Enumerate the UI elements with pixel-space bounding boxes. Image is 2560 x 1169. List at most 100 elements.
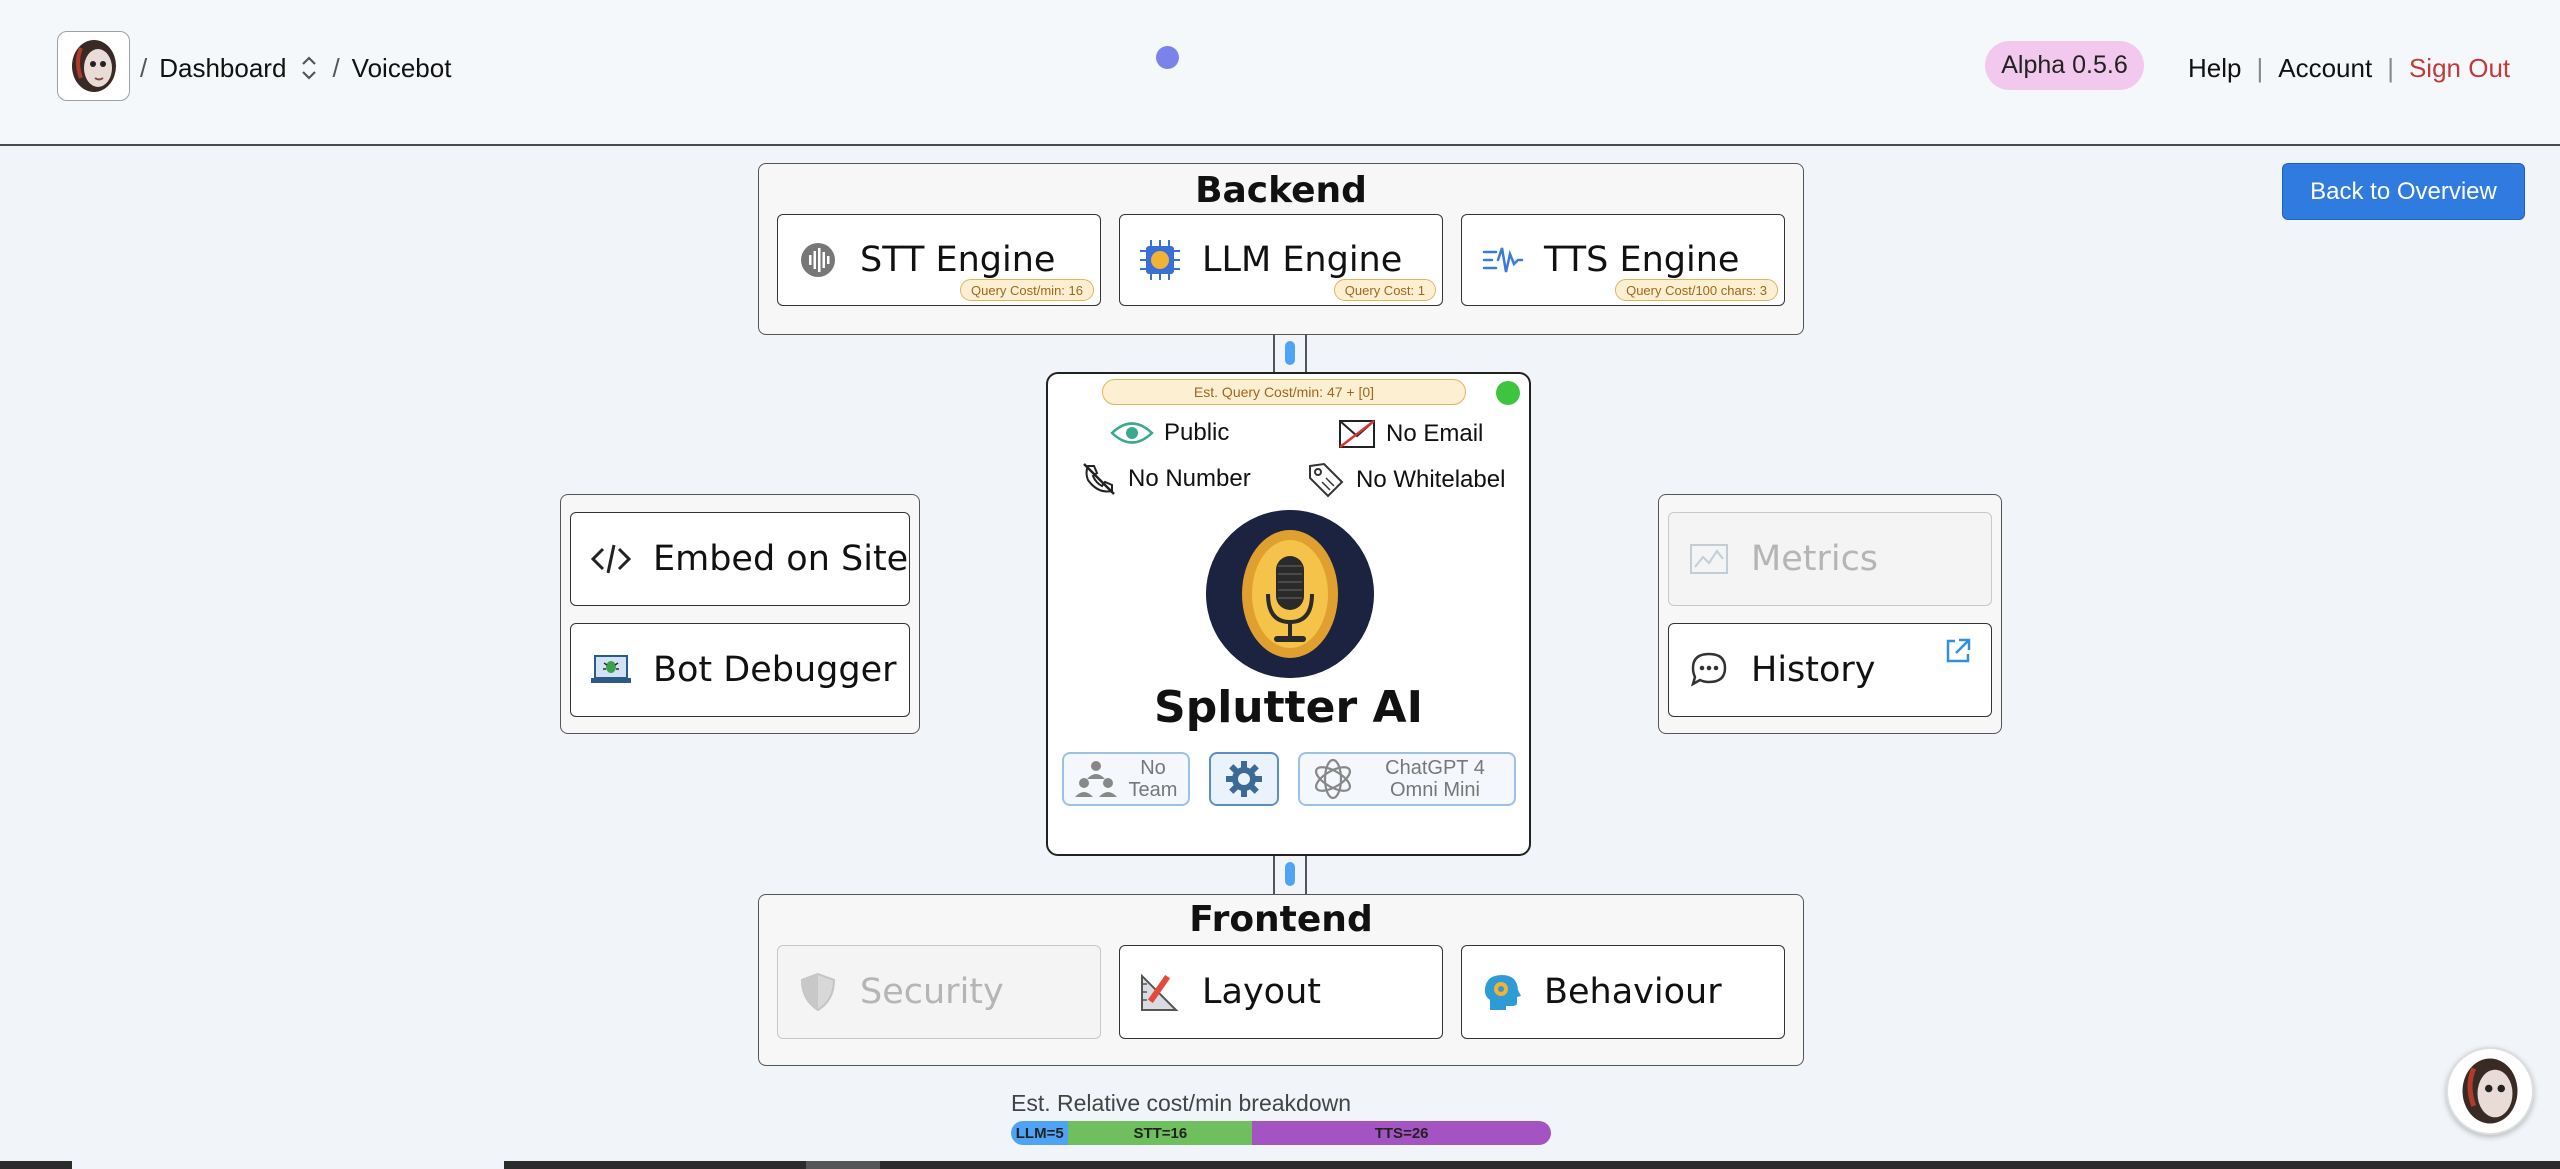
history-label: History — [1751, 650, 1876, 690]
chat-bubble-icon — [1690, 652, 1727, 687]
breadcrumb-voicebot: Voicebot — [351, 52, 452, 83]
bot-summary-card: Est. Query Cost/min: 47 + [0] Public No … — [1046, 372, 1531, 856]
home-logo-button[interactable] — [57, 31, 130, 101]
account-link[interactable]: Account — [2278, 52, 2373, 83]
stt-engine-label: STT Engine — [860, 240, 1056, 280]
breadcrumb-dashboard[interactable]: Dashboard — [159, 52, 287, 83]
head-gear-icon — [1484, 975, 1521, 1010]
ruler-pencil-icon — [1141, 973, 1179, 1011]
microphone-icon — [1206, 510, 1374, 678]
tts-cost-badge: Query Cost/100 chars: 3 — [1615, 279, 1778, 301]
tts-engine-label: TTS Engine — [1544, 240, 1740, 280]
backend-title: Backend — [1195, 170, 1367, 211]
model-chip[interactable]: ChatGPT 4 Omni Mini — [1298, 752, 1516, 806]
status-indicator — [1496, 381, 1520, 405]
no-phone-icon — [1083, 463, 1115, 495]
frontend-panel: Frontend Security Layout Behaviour — [758, 894, 1804, 1066]
team-line-1: No — [1140, 757, 1166, 779]
whitelabel-label: No Whitelabel — [1356, 466, 1506, 493]
breadcrumb: / Dashboard / Voicebot — [140, 48, 451, 88]
behaviour-card[interactable]: Behaviour — [1461, 945, 1785, 1039]
top-header: / Dashboard / Voicebot Alpha 0.5.6 Help … — [0, 0, 2560, 146]
team-chip[interactable]: No Team — [1062, 752, 1190, 806]
backend-connector — [1273, 335, 1307, 372]
connector-indicator — [1285, 341, 1295, 365]
stt-engine-card[interactable]: STT Engine Query Cost/min: 16 — [777, 214, 1101, 306]
breadcrumb-separator: / — [140, 52, 148, 83]
tag-icon — [1309, 462, 1344, 498]
email-flag[interactable]: No Email — [1338, 418, 1483, 450]
sign-out-link[interactable]: Sign Out — [2408, 52, 2511, 83]
llm-cost-badge: Query Cost: 1 — [1333, 279, 1436, 301]
frontend-title: Frontend — [1189, 899, 1373, 940]
connector-indicator — [1285, 862, 1295, 886]
embed-on-site-label: Embed on Site — [653, 539, 909, 579]
robot-face-icon — [71, 40, 116, 92]
number-label: No Number — [1128, 465, 1251, 492]
bot-debugger-label: Bot Debugger — [653, 650, 897, 690]
external-link-icon[interactable] — [1943, 636, 1973, 666]
layout-card[interactable]: Layout — [1119, 945, 1443, 1039]
llm-engine-card[interactable]: LLM Engine Query Cost: 1 — [1119, 214, 1443, 306]
version-badge: Alpha 0.5.6 — [1985, 41, 2144, 90]
sound-wave-icon — [1482, 247, 1524, 273]
bottom-taskbar — [0, 1161, 2560, 1169]
chevron-up-down-icon[interactable] — [298, 53, 320, 83]
layout-label: Layout — [1202, 972, 1321, 1012]
gear-icon — [1226, 761, 1262, 797]
embed-on-site-card[interactable]: Embed on Site — [570, 512, 910, 606]
stt-cost-badge: Query Cost/min: 16 — [960, 279, 1094, 301]
loading-dot — [1156, 46, 1179, 69]
behaviour-label: Behaviour — [1544, 972, 1722, 1012]
taskbar-segment — [806, 1161, 880, 1169]
cost-breakdown-title: Est. Relative cost/min breakdown — [1011, 1090, 1352, 1116]
llm-engine-label: LLM Engine — [1202, 240, 1403, 280]
robot-face-icon — [2462, 1058, 2518, 1124]
cost-breakdown-bar: LLM=5 STT=16 TTS=26 — [1011, 1121, 1551, 1145]
metrics-card: Metrics — [1668, 512, 1992, 606]
nav-separator: | — [2387, 52, 2394, 83]
backend-panel: Backend STT Engine Query Cost/min: 16 LL… — [758, 163, 1804, 335]
no-email-icon — [1339, 420, 1375, 448]
history-card[interactable]: History — [1668, 623, 1992, 717]
bot-debugger-card[interactable]: Bot Debugger — [570, 623, 910, 717]
cost-segment-stt: STT=16 — [1068, 1121, 1253, 1145]
back-to-overview-button[interactable]: Back to Overview — [2282, 163, 2525, 220]
chart-icon — [1690, 544, 1728, 574]
cost-segment-llm: LLM=5 — [1011, 1121, 1069, 1145]
model-line-1: ChatGPT 4 — [1385, 757, 1485, 779]
number-flag[interactable]: No Number — [1080, 460, 1251, 498]
cost-segment-tts: TTS=26 — [1252, 1121, 1551, 1145]
email-label: No Email — [1386, 420, 1484, 447]
security-card: Security — [777, 945, 1101, 1039]
shield-icon — [800, 972, 836, 1012]
whitelabel-flag[interactable]: No Whitelabel — [1306, 460, 1505, 500]
laptop-bug-icon — [591, 655, 631, 683]
code-icon — [590, 544, 632, 574]
model-line-2: Omni Mini — [1389, 779, 1480, 801]
chip-icon — [1140, 240, 1180, 280]
taskbar-segment — [72, 1161, 504, 1169]
visibility-flag[interactable]: Public — [1110, 418, 1229, 448]
team-icon — [1075, 761, 1117, 797]
openai-icon — [1314, 758, 1352, 800]
eye-icon — [1110, 422, 1154, 444]
breadcrumb-separator: / — [332, 52, 340, 83]
metrics-label: Metrics — [1751, 539, 1879, 579]
help-link[interactable]: Help — [2188, 52, 2242, 83]
settings-chip[interactable] — [1209, 752, 1279, 806]
frontend-connector — [1273, 856, 1307, 894]
team-line-2: Team — [1128, 779, 1178, 801]
visibility-label: Public — [1164, 419, 1230, 446]
waveform-icon — [801, 243, 835, 277]
insights-panel: Metrics History — [1658, 494, 2002, 734]
tts-engine-card[interactable]: TTS Engine Query Cost/100 chars: 3 — [1461, 214, 1785, 306]
nav-separator: | — [2256, 52, 2264, 83]
security-label: Security — [860, 972, 1004, 1012]
bot-name: Splutter AI — [1154, 682, 1423, 733]
header-nav: Help | Account | Sign Out — [2188, 48, 2510, 88]
bot-avatar[interactable] — [1206, 510, 1374, 678]
deploy-panel: Embed on Site Bot Debugger — [560, 494, 920, 734]
est-query-cost-badge: Est. Query Cost/min: 47 + [0] — [1102, 379, 1466, 405]
assistant-chat-button[interactable] — [2446, 1047, 2534, 1135]
